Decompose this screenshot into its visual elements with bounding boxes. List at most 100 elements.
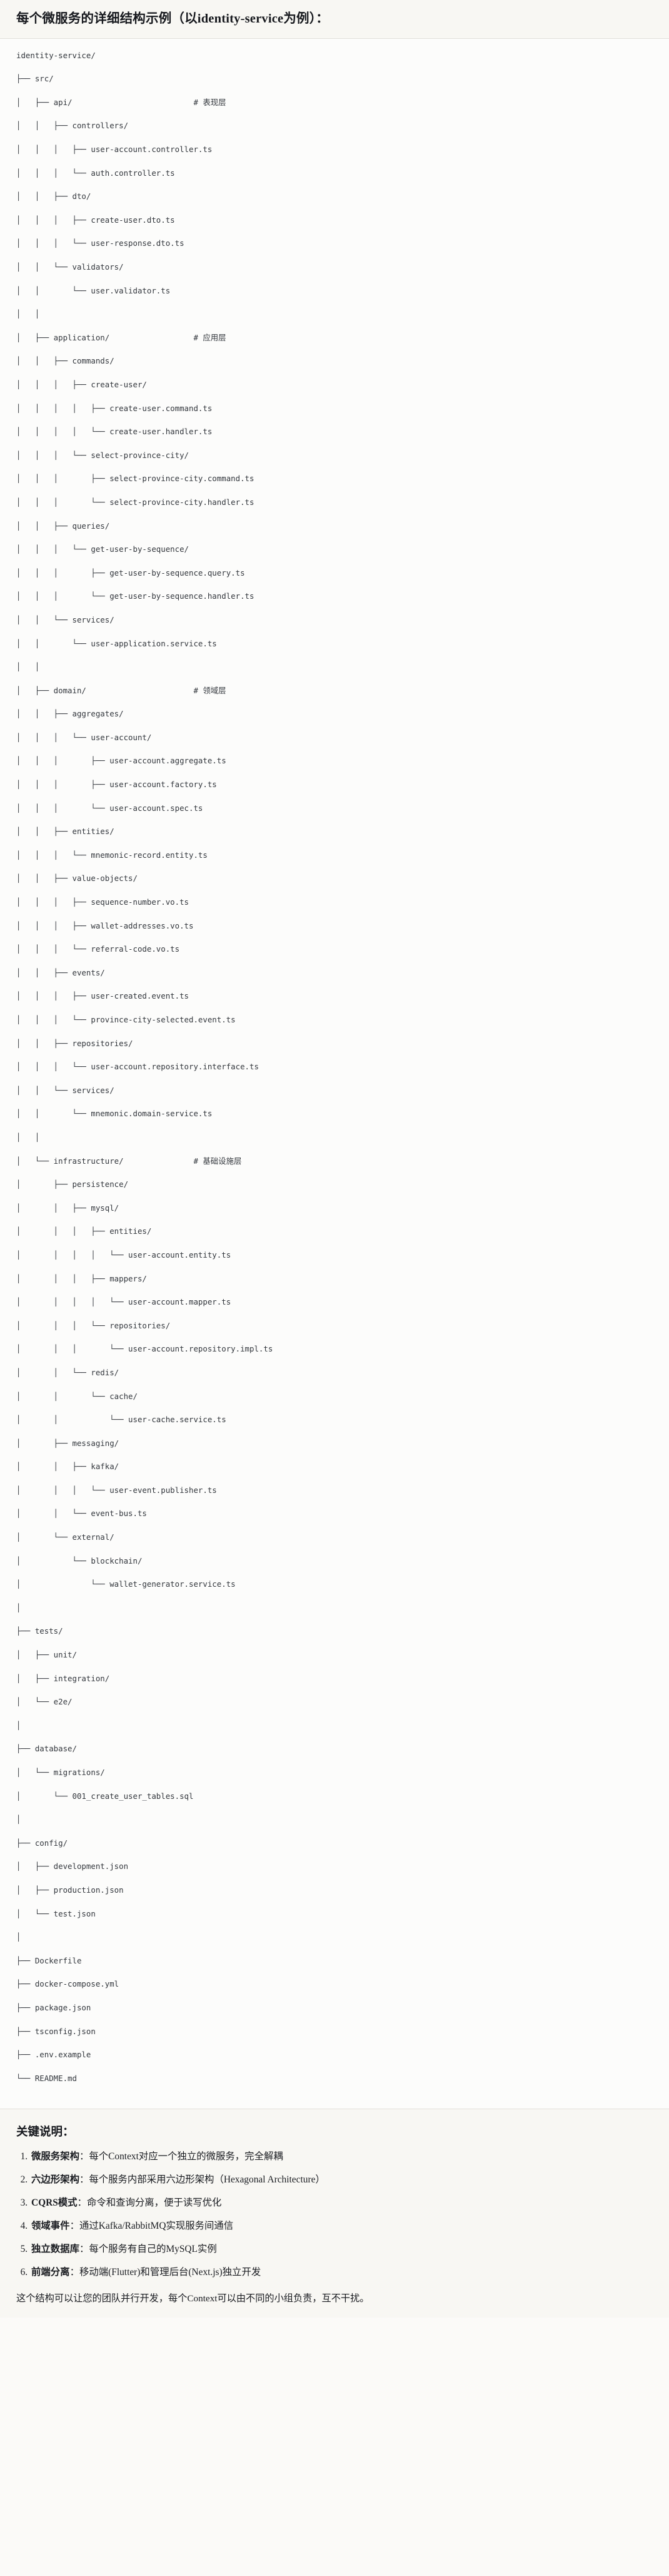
tree-line: │ │ — [16, 309, 40, 319]
key-point-item: 领域事件：通过Kafka/RabbitMQ实现服务间通信 — [30, 2219, 653, 2234]
tree-line: │ │ │ └── province-city-selected.event.t… — [16, 1015, 236, 1025]
tree-line: identity-service/ — [16, 50, 96, 60]
tree-line: │ — [16, 1932, 21, 1942]
tree-line: │ │ │ └── select-province-city/ — [16, 450, 189, 460]
tree-line: │ │ │ └── select-province-city.handler.t… — [16, 497, 254, 507]
key-point-text: ：每个服务有自己的MySQL实例 — [79, 2243, 217, 2254]
tree-line: │ ├── application/ # 应用层 — [16, 332, 226, 342]
document-page: 每个微服务的详细结构示例（以identity-service为例）： ident… — [0, 0, 669, 2318]
tree-line: │ ├── domain/ # 领域层 — [16, 685, 226, 695]
tree-line: │ └── 001_create_user_tables.sql — [16, 1791, 194, 1801]
tree-line: │ │ │ └── user-account.repository.interf… — [16, 1062, 259, 1072]
document-header: 每个微服务的详细结构示例（以identity-service为例）： — [0, 0, 669, 39]
tree-line: │ ├── development.json — [16, 1861, 129, 1871]
tree-line: │ │ └── user-application.service.ts — [16, 638, 217, 648]
tree-line: │ │ │ │ └── user-account.mapper.ts — [16, 1297, 231, 1307]
key-point-item: 微服务架构：每个Context对应一个独立的微服务，完全解耦 — [30, 2149, 653, 2164]
tree-line: │ │ │ └── user-response.dto.ts — [16, 238, 184, 248]
tree-line: │ └── external/ — [16, 1532, 114, 1542]
key-point-item: 前端分离：移动端(Flutter)和管理后台(Next.js)独立开发 — [30, 2265, 653, 2280]
tree-line: │ ├── messaging/ — [16, 1438, 119, 1448]
key-point-label: 六边形架构 — [31, 2174, 79, 2186]
tree-line: ├── Dockerfile — [16, 1955, 82, 1965]
tree-line: │ └── migrations/ — [16, 1768, 105, 1778]
tree-line: ├── package.json — [16, 2002, 91, 2012]
tree-line: │ │ — [16, 1132, 40, 1142]
tree-line: │ │ ├── value-objects/ — [16, 873, 138, 883]
tree-line: │ │ ├── events/ — [16, 967, 105, 977]
tree-line: │ │ │ ├── user-account.controller.ts — [16, 145, 213, 155]
tree-line: │ │ ├── dto/ — [16, 191, 91, 201]
tree-line: │ │ ├── commands/ — [16, 356, 114, 366]
tree-line: │ │ │ └── auth.controller.ts — [16, 168, 175, 178]
tree-line: ├── .env.example — [16, 2050, 91, 2060]
key-point-text: ：命令和查询分离，便于读写优化 — [77, 2197, 222, 2209]
key-points-section: 关键说明： 微服务架构：每个Context对应一个独立的微服务，完全解耦六边形架… — [0, 2109, 669, 2318]
tree-line: │ │ │ └── repositories/ — [16, 1320, 171, 1330]
tree-line: │ │ — [16, 662, 40, 672]
key-point-text: ：每个Context对应一个独立的微服务，完全解耦 — [79, 2151, 283, 2162]
tree-line: │ └── blockchain/ — [16, 1555, 143, 1565]
tree-line: │ │ │ └── referral-code.vo.ts — [16, 944, 180, 954]
tree-line: │ │ ├── entities/ — [16, 827, 114, 837]
tree-line: ├── tests/ — [16, 1626, 63, 1636]
tree-layer-comment: # 基础设施层 — [193, 1156, 242, 1166]
tree-line: │ │ └── services/ — [16, 1085, 114, 1095]
tree-line: ├── src/ — [16, 74, 54, 84]
tree-line: │ │ ├── repositories/ — [16, 1038, 133, 1048]
tree-line: │ ├── persistence/ — [16, 1179, 129, 1189]
tree-line: │ │ │ ├── get-user-by-sequence.query.ts — [16, 568, 245, 578]
tree-line: │ ├── api/ # 表现层 — [16, 97, 226, 107]
tree-line: └── README.md — [16, 2073, 77, 2083]
tree-line: │ │ └── event-bus.ts — [16, 1509, 147, 1519]
key-point-text: ：通过Kafka/RabbitMQ实现服务间通信 — [69, 2220, 234, 2231]
tree-line: │ │ └── validators/ — [16, 262, 124, 272]
tree-line: │ │ │ ├── select-province-city.command.t… — [16, 474, 254, 484]
tree-line: ├── docker-compose.yml — [16, 1979, 119, 1989]
tree-line: │ │ │ ├── create-user/ — [16, 379, 147, 389]
tree-line: │ │ └── user-cache.service.ts — [16, 1415, 226, 1425]
key-point-label: 微服务架构 — [31, 2151, 79, 2162]
tree-line: ├── tsconfig.json — [16, 2026, 96, 2036]
tree-line: │ │ │ ├── create-user.dto.ts — [16, 215, 175, 225]
tree-line: │ │ │ └── get-user-by-sequence/ — [16, 544, 189, 554]
tree-line: │ └── infrastructure/ # 基础设施层 — [16, 1156, 242, 1166]
tree-line: │ │ └── user.validator.ts — [16, 285, 171, 295]
closing-paragraph: 这个结构可以让您的团队并行开发，每个Context可以由不同的小组负责，互不干扰… — [16, 2293, 370, 2304]
tree-line: │ │ │ └── mnemonic-record.entity.ts — [16, 850, 208, 860]
tree-line: │ │ ├── queries/ — [16, 521, 110, 531]
tree-layer-comment: # 表现层 — [193, 97, 226, 107]
tree-line: │ └── wallet-generator.service.ts — [16, 1579, 236, 1589]
key-point-item: CQRS模式：命令和查询分离，便于读写优化 — [30, 2196, 653, 2211]
tree-line: │ │ │ ├── user-created.event.ts — [16, 991, 189, 1001]
tree-line: │ │ │ ├── user-account.factory.ts — [16, 780, 217, 790]
tree-line: │ │ ├── aggregates/ — [16, 709, 124, 719]
key-point-item: 独立数据库：每个服务有自己的MySQL实例 — [30, 2242, 653, 2257]
tree-line: │ │ │ │ └── create-user.handler.ts — [16, 427, 213, 437]
tree-line: │ │ ├── kafka/ — [16, 1462, 119, 1472]
tree-line: │ ├── production.json — [16, 1885, 124, 1895]
tree-line: │ │ │ │ ├── create-user.command.ts — [16, 403, 213, 413]
tree-line: │ │ │ ├── wallet-addresses.vo.ts — [16, 920, 194, 930]
tree-line: │ │ ├── mysql/ — [16, 1203, 119, 1213]
tree-line: │ │ └── services/ — [16, 614, 114, 624]
tree-line: ├── database/ — [16, 1744, 77, 1754]
key-point-text: ：每个服务内部采用六边形架构（Hexagonal Architecture） — [79, 2174, 325, 2186]
key-points-heading: 关键说明： — [16, 2126, 74, 2139]
key-point-label: 前端分离 — [31, 2266, 70, 2278]
key-point-item: 六边形架构：每个服务内部采用六边形架构（Hexagonal Architectu… — [30, 2172, 653, 2187]
key-points-list: 微服务架构：每个Context对应一个独立的微服务，完全解耦六边形架构：每个服务… — [16, 2149, 653, 2279]
tree-line: │ │ │ ├── mappers/ — [16, 1273, 147, 1283]
tree-line: ├── config/ — [16, 1838, 68, 1848]
key-point-label: CQRS模式 — [31, 2197, 78, 2209]
tree-line: │ │ │ ├── entities/ — [16, 1226, 152, 1236]
tree-layer-comment: # 领域层 — [193, 685, 226, 695]
tree-line: │ │ ├── controllers/ — [16, 121, 129, 131]
tree-line: │ │ └── cache/ — [16, 1391, 138, 1401]
tree-line: │ ├── integration/ — [16, 1673, 110, 1683]
tree-line: │ ├── unit/ — [16, 1650, 77, 1660]
tree-line: │ │ │ ├── user-account.aggregate.ts — [16, 756, 226, 766]
tree-line: │ — [16, 1602, 21, 1612]
tree-line: │ │ └── redis/ — [16, 1367, 119, 1377]
directory-tree-block: identity-service/ ├── src/ │ ├── api/ # … — [0, 38, 669, 2110]
